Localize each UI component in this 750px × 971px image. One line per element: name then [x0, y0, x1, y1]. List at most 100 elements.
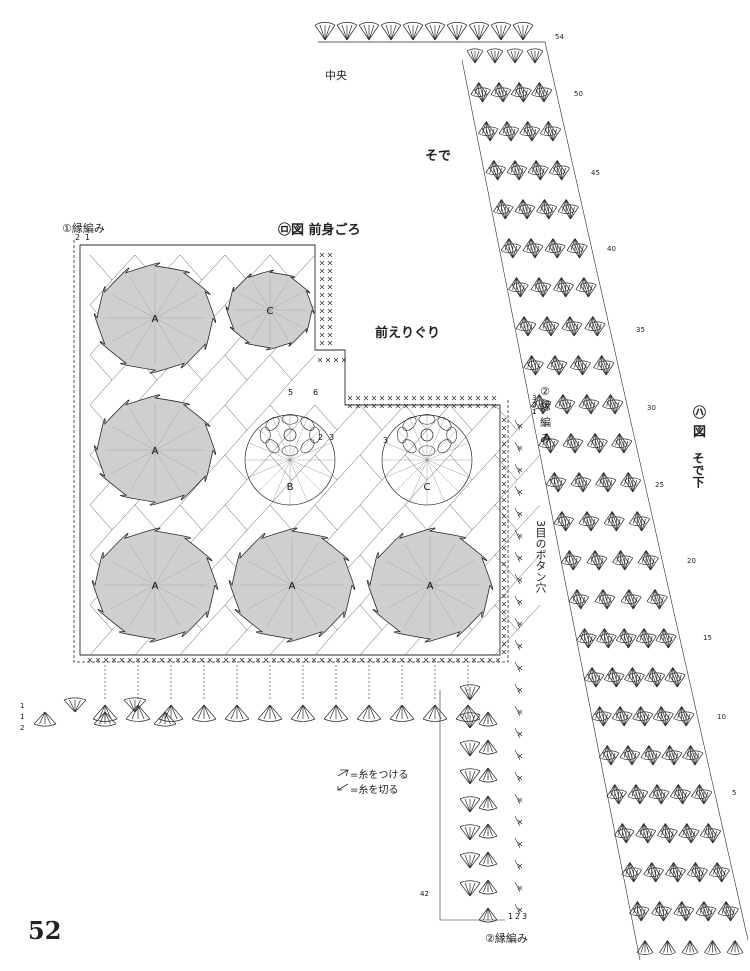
stitch-line [531, 160, 537, 173]
stitch-line [565, 316, 571, 329]
stitch-line [565, 284, 570, 298]
stitch-line [726, 908, 731, 922]
stitch-line [686, 830, 692, 844]
stitch-line [708, 823, 717, 836]
stitch-line [652, 667, 657, 680]
stitch-line [624, 667, 633, 680]
cross-stitch [435, 395, 441, 401]
stitch-line [561, 199, 567, 212]
stitch-line [713, 869, 722, 883]
fan-arc [478, 919, 498, 923]
stitch-line [648, 752, 654, 766]
stitch-line [510, 167, 520, 181]
stitch-line [514, 199, 524, 212]
fan-arc [557, 516, 574, 520]
motif-stitch [289, 418, 308, 461]
stitch-line [558, 394, 564, 407]
cross-stitch [517, 445, 523, 451]
stitch-line [624, 557, 634, 571]
cross-stitch [319, 284, 325, 290]
motif-stitch [395, 428, 428, 461]
stitch-line [636, 511, 646, 524]
stitch-line [191, 704, 205, 720]
stitch-line [568, 589, 578, 602]
stitch-line [640, 908, 646, 922]
cross-stitch [327, 340, 333, 346]
stitch-line [575, 245, 580, 259]
cross-stitch [223, 657, 229, 663]
stitch-line [486, 121, 491, 134]
stitch-line [498, 89, 504, 103]
stitch-line [422, 704, 436, 720]
stitch-line [685, 713, 695, 727]
stitch-line [606, 596, 616, 610]
stitch-line [412, 24, 424, 41]
cross-stitch [447, 657, 453, 663]
mesh-chain [224, 354, 271, 406]
fan-stitch [624, 594, 642, 610]
stitch-line [487, 795, 498, 809]
stitch-line [170, 704, 178, 720]
stitch-line [129, 699, 136, 713]
fan-stitch [494, 87, 512, 103]
stitch-line [324, 24, 336, 41]
stitch-line [641, 518, 650, 532]
stitch-line [623, 440, 633, 454]
stitch-line [542, 323, 552, 337]
cross-stitch [419, 395, 425, 401]
stitch-line [518, 206, 528, 220]
fan-stitch [599, 477, 617, 493]
page-number: 52 [28, 916, 62, 945]
stitch-line [538, 394, 544, 407]
stitch-line [659, 908, 664, 922]
stitch-line [164, 711, 177, 725]
cross-stitch [501, 641, 507, 647]
fan-arc [504, 243, 521, 247]
stitch-line [134, 699, 147, 713]
stitch-line [527, 121, 536, 134]
stitch-line [615, 713, 625, 727]
stitch-line [561, 518, 566, 532]
fan-stitch [478, 823, 498, 839]
stitch-line [517, 24, 524, 41]
stitch-line [483, 823, 489, 837]
stitch-line [595, 713, 604, 727]
stitch-line [572, 557, 578, 571]
stitch-line [554, 362, 560, 376]
cross-stitch [355, 403, 361, 409]
fan-stitch [661, 745, 679, 760]
stitch-line [582, 479, 588, 493]
fan-arc [494, 87, 512, 91]
stitch-line [481, 128, 491, 142]
stitch-line [527, 128, 533, 142]
motif-stitch [269, 280, 289, 311]
stitch-line [546, 316, 556, 329]
motif-stitch [248, 459, 291, 478]
stitch-line [627, 745, 633, 758]
motif-letter: A [289, 581, 296, 592]
stitch-line [673, 901, 683, 914]
stitch-line [614, 784, 620, 797]
motif-stitch [112, 317, 156, 342]
cross-stitch [517, 841, 523, 847]
stitch-line [468, 24, 480, 41]
stitch-line [538, 401, 544, 415]
stitch-line [584, 316, 594, 329]
edging-row-number: 2 [515, 912, 520, 921]
fan-stitch [591, 706, 608, 721]
fan-arc [700, 906, 717, 910]
stitch-line [561, 167, 566, 181]
stitch-line [652, 674, 658, 688]
stitch-line [469, 714, 476, 729]
stitch-line [44, 711, 51, 725]
fan-stitch [570, 355, 587, 370]
fan-arc [590, 555, 608, 559]
fan-stitch [642, 555, 659, 571]
stitch-line [574, 238, 580, 251]
stitch-line [519, 323, 529, 337]
stitch-line [616, 518, 625, 532]
stitch-line [650, 557, 655, 571]
edging-stitch [514, 815, 521, 827]
stitch-line [302, 704, 316, 720]
stitch-line [644, 667, 653, 680]
